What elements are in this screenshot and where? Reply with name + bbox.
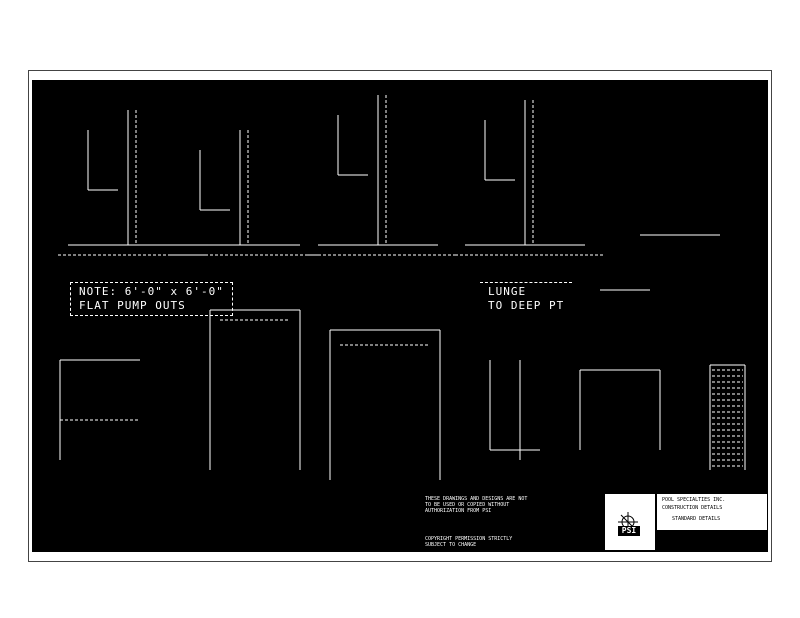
deep-point-note: LUNGE TO DEEP PT <box>480 282 573 315</box>
title-line3: STANDARD DETAILS <box>672 516 721 522</box>
psi-logo: PSI <box>618 526 640 536</box>
pump-note-line1: NOTE: 6'-0" x 6'-0" <box>79 285 224 298</box>
general-notes: THESE DRAWINGS AND DESIGNS ARE NOT TO BE… <box>425 496 528 514</box>
title-block <box>605 494 767 552</box>
deep-note-line2: TO DEEP PT <box>488 299 565 312</box>
drawing-area <box>32 80 768 552</box>
title-company: POOL SPECIALTIES INC. <box>662 497 726 503</box>
pump-out-note: NOTE: 6'-0" x 6'-0" FLAT PUMP OUTS <box>70 282 233 316</box>
drawing-sheet-border <box>28 70 772 562</box>
pump-note-line2: FLAT PUMP OUTS <box>79 299 186 312</box>
title-panel <box>657 494 767 530</box>
deep-note-line1: LUNGE <box>488 285 527 298</box>
title-line2: CONSTRUCTION DETAILS <box>662 505 723 511</box>
copyright-note: COPYRIGHT PERMISSION STRICTLY SUBJECT TO… <box>425 536 513 548</box>
